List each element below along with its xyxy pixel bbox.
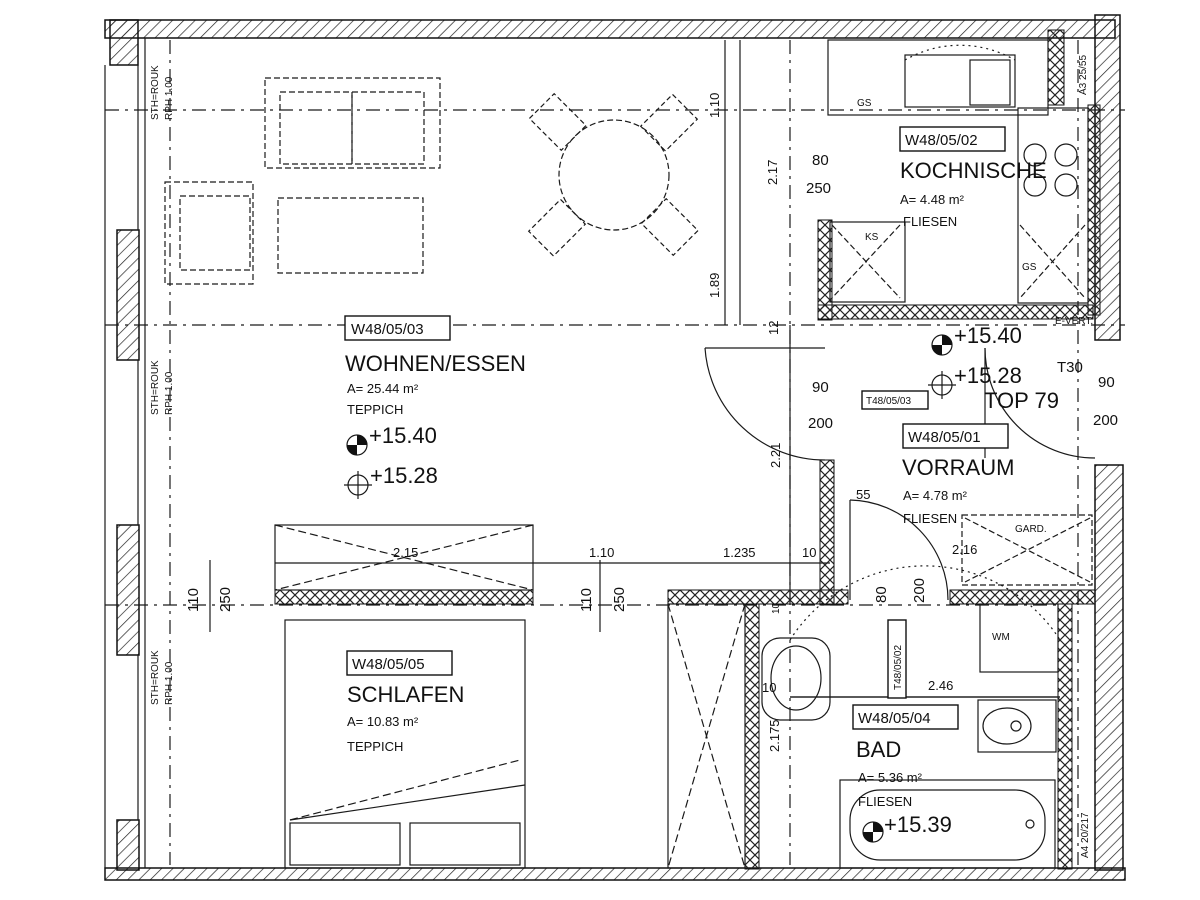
room-tag-wohnen: [344, 315, 451, 341]
dim-10-c: 10: [762, 680, 776, 695]
dim-110-v2: 110: [578, 588, 595, 612]
room-name-kochnische: KOCHNISCHE: [900, 158, 1047, 183]
room-area-vorraum: A= 4.78 m²: [903, 488, 968, 503]
door-tag-t1: T48/05/03: [866, 396, 911, 407]
armchair: [164, 181, 254, 285]
fixture-gs: GS: [857, 98, 872, 109]
side-note-left3: STH=ROUK: [150, 650, 161, 705]
room-id-vorraum: W48/05/01: [908, 429, 981, 446]
dim-221: 2.21: [768, 443, 783, 468]
side-note-left1b: RPH 1.00: [164, 76, 175, 120]
fixture-wm: WM: [992, 632, 1010, 643]
room-floor-kochnische: FLIESEN: [903, 214, 957, 229]
room-area-schlafen: A= 10.83 m²: [347, 714, 419, 729]
side-note-right-bottom: A4 20/217: [1080, 812, 1091, 858]
dim-250: 250: [806, 180, 831, 197]
dim-250-v: 250: [217, 587, 234, 612]
interior-walls: [274, 29, 1101, 870]
fixture-ks: KS: [865, 232, 879, 243]
axis-lines: [105, 40, 1125, 865]
dim-200-v: 200: [911, 578, 928, 603]
room-floor-wohnen: TEPPICH: [347, 402, 403, 417]
room-area-wohnen: A= 25.44 m²: [347, 381, 419, 396]
room-name-wohnen: WOHNEN/ESSEN: [345, 351, 526, 376]
room-area-bad: A= 5.36 m²: [858, 770, 923, 785]
dim-10-b: 10: [771, 602, 782, 614]
vorraum-fixtures: [961, 514, 1093, 586]
wardrobe-living: [274, 524, 534, 591]
level-bad: +15.39: [884, 812, 952, 837]
dim-90-b: 90: [1098, 374, 1115, 391]
dim-80-v: 80: [873, 586, 890, 603]
wardrobe-bedroom: [667, 603, 746, 869]
fixture-evert: E-VERT.: [1055, 316, 1093, 327]
room-name-bad: BAD: [856, 737, 901, 762]
kitchen-fixtures: [827, 39, 1089, 304]
level-vorraum-top: +15.40: [954, 323, 1022, 348]
dim-110-top: 1.10: [707, 93, 722, 118]
level-wohnen-bottom: +15.28: [370, 463, 438, 488]
room-floor-bad: FLIESEN: [858, 794, 912, 809]
room-tag-kochnische: [899, 126, 1006, 152]
dim-10-a: 10: [802, 545, 816, 560]
side-note-left3b: RPH 1.00: [164, 661, 175, 705]
dim-110-v: 110: [185, 588, 202, 612]
dim-189: 1.89: [707, 273, 722, 298]
side-note-left2: STH=ROUK: [150, 360, 161, 415]
unit-label: TOP 79: [984, 388, 1059, 413]
dining-table: [527, 92, 699, 257]
door-tag-t1-frame: [861, 390, 929, 410]
level-wohnen-top: +15.40: [369, 423, 437, 448]
coffee-table: [277, 197, 424, 274]
room-tag-schlafen: [346, 650, 453, 676]
room-id-schlafen: W48/05/05: [352, 656, 425, 673]
room-name-vorraum: VORRAUM: [902, 455, 1014, 480]
dim-200-b: 200: [1093, 412, 1118, 429]
room-floor-vorraum: FLIESEN: [903, 511, 957, 526]
sofa: [264, 77, 441, 169]
fixture-gs2: GS: [1022, 262, 1037, 273]
dim-246: 2.46: [928, 678, 953, 693]
dim-250-v2: 250: [611, 587, 628, 612]
side-note-right-top: A3 25/55: [1078, 55, 1089, 95]
room-id-wohnen: W48/05/03: [351, 321, 424, 338]
dim-200-a: 200: [808, 415, 833, 432]
room-name-schlafen: SCHLAFEN: [347, 682, 464, 707]
side-note-left1: STH=ROUK: [150, 65, 161, 120]
outer-walls: [104, 14, 1126, 881]
dimension-lines: [209, 40, 1060, 698]
room-tag-vorraum: [902, 423, 1009, 449]
doors: [704, 347, 1096, 601]
dim-2175: 2.175: [767, 719, 782, 752]
level-vorraum-bottom: +15.28: [954, 363, 1022, 388]
level-markers: [344, 334, 956, 843]
side-note-left2b: RPH 1.00: [164, 371, 175, 415]
room-tag-bad: [852, 704, 959, 730]
dim-217: 2.17: [765, 160, 780, 185]
dim-1235: 1.235: [723, 545, 756, 560]
dim-216: 2.16: [952, 542, 977, 557]
dim-80: 80: [812, 152, 829, 169]
dim-90-a: 90: [812, 379, 829, 396]
bed: [284, 619, 526, 869]
dim-215: 2.15: [393, 545, 418, 560]
dim-55: 55: [856, 487, 870, 502]
door-tag-t2-frame: [887, 619, 907, 699]
door-tag-t2: T48/05/02: [893, 645, 904, 690]
room-id-kochnische: W48/05/02: [905, 132, 978, 149]
fixture-gard: GARD.: [1015, 524, 1047, 535]
room-id-bad: W48/05/04: [858, 710, 931, 727]
dim-12: 12: [766, 321, 781, 335]
room-floor-schlafen: TEPPICH: [347, 739, 403, 754]
room-area-kochnische: A= 4.48 m²: [900, 192, 965, 207]
door-rating: T30: [1057, 359, 1083, 376]
dim-110-mid: 1.10: [589, 545, 614, 560]
